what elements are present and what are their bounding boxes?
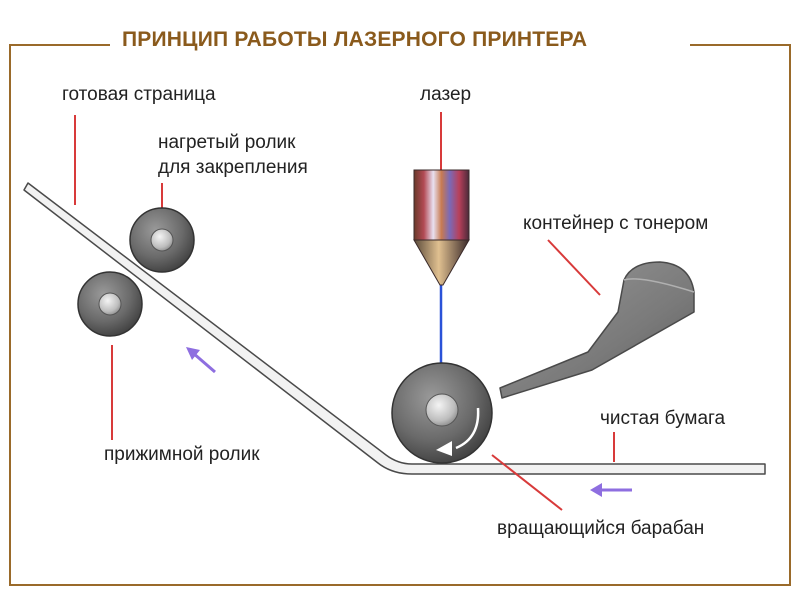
diagram-title: ПРИНЦИП РАБОТЫ ЛАЗЕРНОГО ПРИНТЕРА [118, 28, 592, 52]
rotating-drum [391, 362, 493, 464]
pressure-roller [77, 271, 143, 337]
label-finished-page: готовая страница [62, 84, 216, 105]
laser-emitter [413, 169, 470, 286]
label-fuser-roller-line2: для закрепления [158, 157, 308, 178]
paper-path [23, 182, 766, 475]
label-rotating-drum: вращающийся барабан [497, 518, 705, 539]
fuser-roller [129, 207, 195, 273]
rotation-arrow-icon [455, 407, 480, 450]
pointer-drum [491, 454, 563, 511]
toner-container [499, 261, 695, 399]
label-laser: лазер [420, 84, 472, 105]
label-pressure-roller: прижимной ролик [104, 444, 260, 465]
label-fuser-roller-line1: нагретый ролик [158, 132, 296, 153]
pointer-toner [547, 239, 601, 296]
feed-arrow-icon [590, 483, 632, 497]
exit-arrow-icon [186, 347, 216, 374]
label-toner-container: контейнер с тонером [523, 213, 709, 234]
frame-border [9, 44, 791, 586]
label-clean-paper: чистая бумага [600, 408, 726, 429]
